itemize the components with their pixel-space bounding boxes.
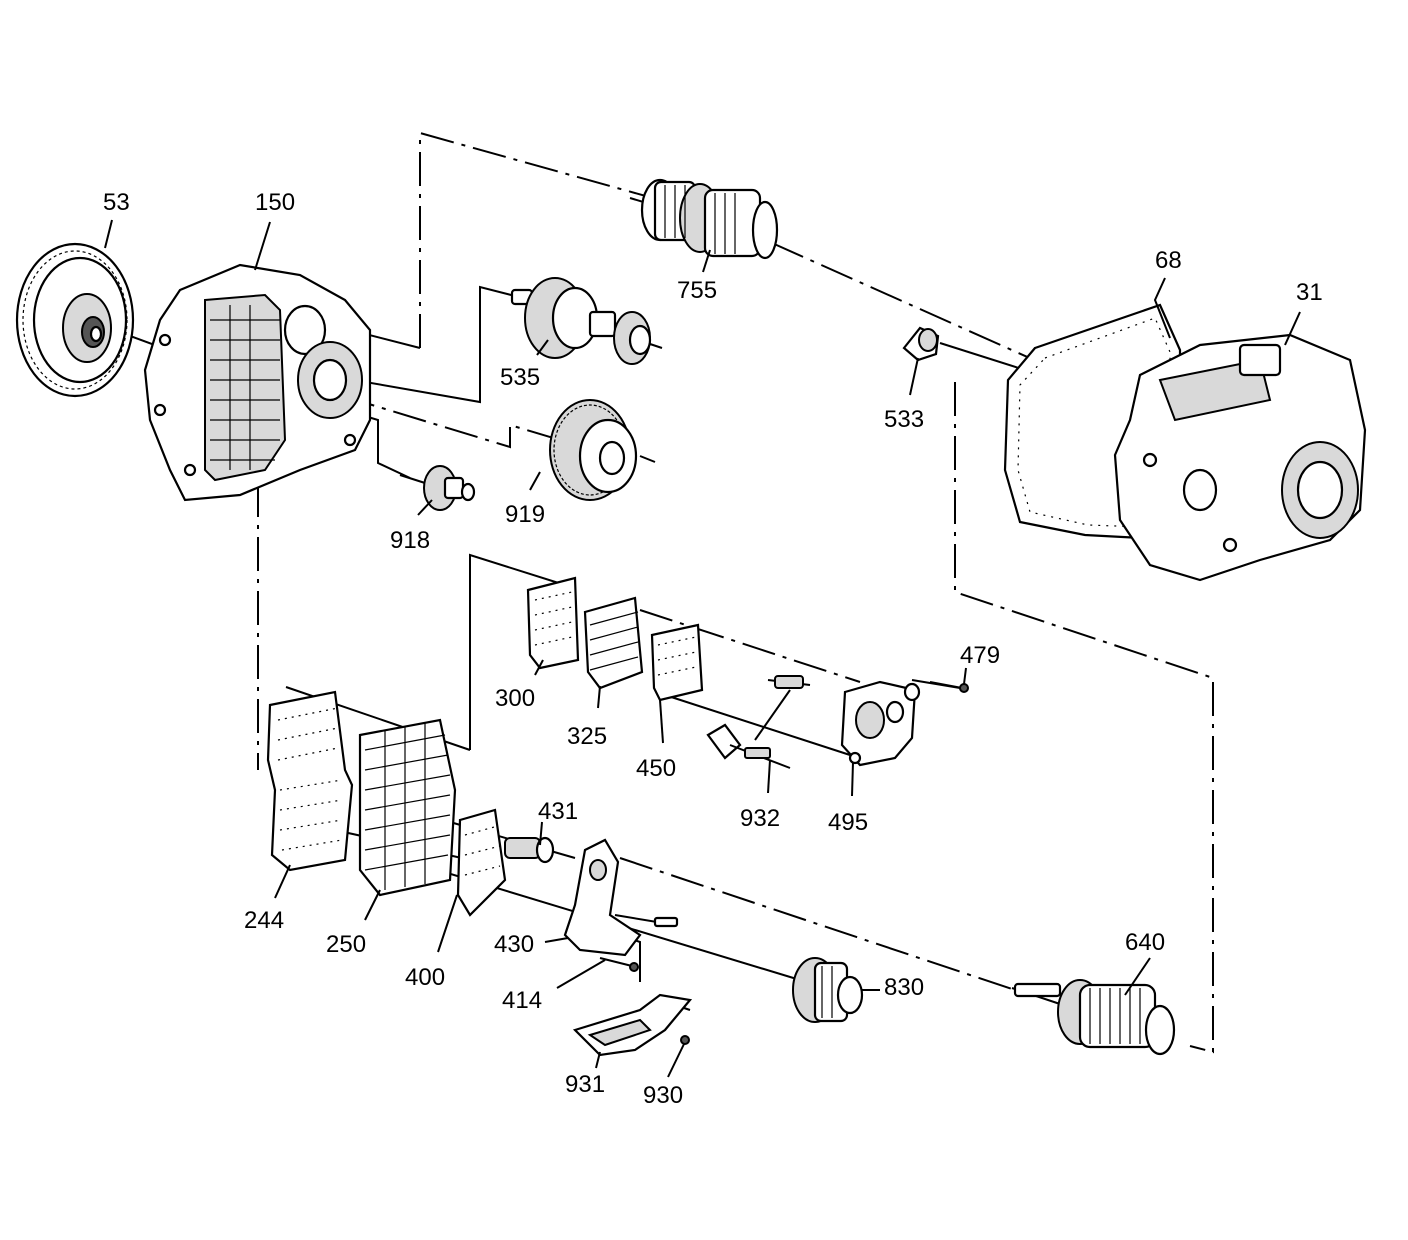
callout-533: 533: [884, 406, 924, 433]
part-919-differential-gear: [549, 399, 638, 501]
part-300-spacer-plate: [526, 576, 580, 670]
callout-535: 535: [500, 364, 540, 391]
part-495-control-assembly: [840, 680, 921, 767]
callout-325: 325: [567, 723, 607, 750]
part-931-shield: [572, 993, 693, 1057]
callout-495: 495: [828, 809, 868, 836]
callout-450: 450: [636, 755, 676, 782]
part-640-output-assembly: [1011, 979, 1176, 1056]
part-150-case-cover: [143, 263, 372, 502]
part-250-valve-body: [358, 718, 457, 897]
part-479-bolt: [929, 681, 969, 693]
callout-931: 931: [565, 1071, 605, 1098]
part-450-plate: [650, 623, 704, 702]
part-414-bolt: [599, 957, 639, 972]
part-430-bracket-assembly: [563, 838, 679, 957]
callout-918: 918: [390, 527, 430, 554]
callout-932: 932: [740, 805, 780, 832]
part-244-spacer-plate: [266, 690, 354, 872]
part-431-actuator: [504, 836, 555, 864]
part-400-plate: [456, 808, 507, 917]
part-31-transmission-case: [1113, 333, 1367, 582]
callout-430: 430: [494, 931, 534, 958]
part-830-gear-assembly: [792, 957, 864, 1023]
callout-53: 53: [103, 189, 130, 216]
callout-244: 244: [244, 907, 284, 934]
part-918-sprocket: [399, 465, 476, 511]
callout-labels: 53 150 755 68 31 535 533 919 918 479 300…: [103, 189, 1323, 1109]
callout-400: 400: [405, 964, 445, 991]
callout-640: 640: [1125, 929, 1165, 956]
part-930-bolt: [680, 1035, 690, 1045]
part-533-seal: [902, 326, 940, 362]
assembly-lines: [121, 131, 1214, 1054]
callout-755: 755: [677, 277, 717, 304]
callout-300: 300: [495, 685, 535, 712]
callout-930: 930: [643, 1082, 683, 1109]
callout-31: 31: [1296, 279, 1323, 306]
callout-414: 414: [502, 987, 542, 1014]
callout-479: 479: [960, 642, 1000, 669]
part-932-manual-shaft: [706, 675, 811, 769]
part-53-torque-converter: [15, 242, 135, 398]
callout-830: 830: [884, 974, 924, 1001]
part-535-gear-shaft: [510, 277, 663, 365]
callout-150: 150: [255, 189, 295, 216]
part-755-gear-assembly: [629, 178, 779, 260]
leader-lines: [104, 219, 1301, 1078]
callout-431: 431: [538, 798, 578, 825]
callout-250: 250: [326, 931, 366, 958]
part-325-valve-body: [583, 596, 644, 690]
callout-68: 68: [1155, 247, 1182, 274]
callout-919: 919: [505, 501, 545, 528]
